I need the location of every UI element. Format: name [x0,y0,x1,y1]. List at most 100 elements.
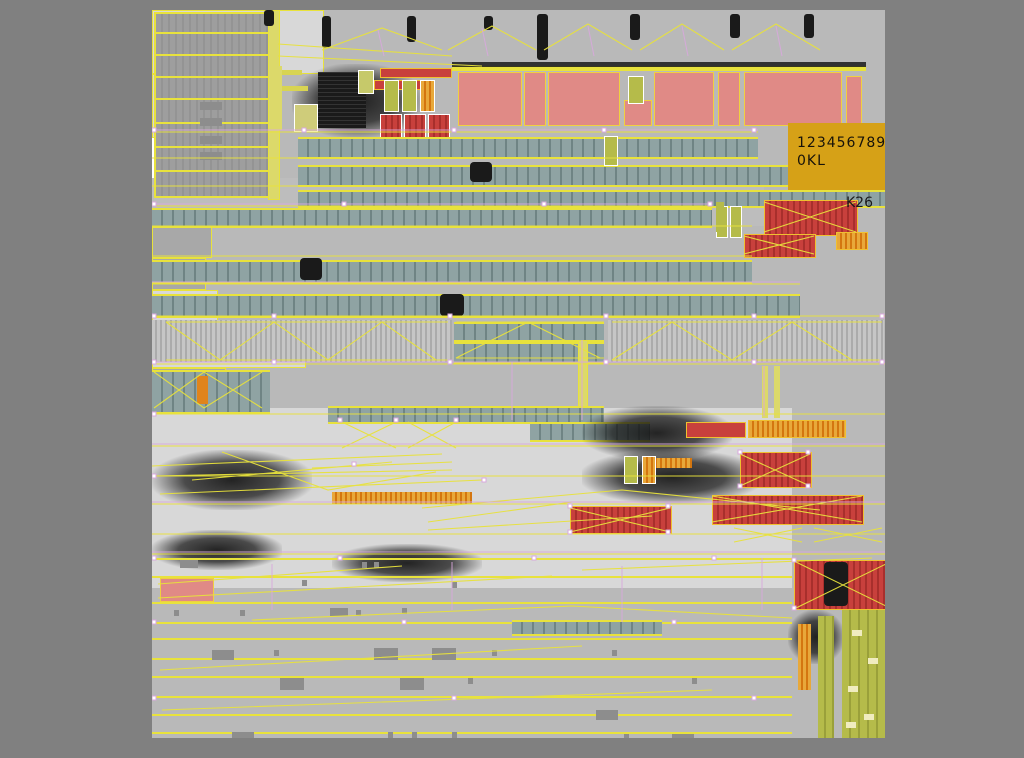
roof-fill [748,420,846,438]
opening-block [824,562,848,606]
roof-fill [686,422,746,438]
detail-block [232,732,254,738]
detail-block [432,648,456,660]
mullion-card [604,136,618,166]
brace [280,70,302,75]
grid-label-k26[interactable]: K26 [846,195,873,211]
grid-line [152,732,792,734]
column [762,366,768,418]
detail-block [374,648,398,660]
view-tag-box[interactable]: 123456789 0KL [788,123,885,190]
grid-line [152,658,792,660]
brace [294,104,318,132]
tag-chip [868,658,878,664]
curtain-wall-strip [512,620,662,636]
hanger [730,14,740,38]
detail-block [174,610,179,616]
grid-line [152,602,792,604]
detail-block [302,580,307,586]
detail-block [492,650,497,656]
grid-line [152,558,792,560]
hanger [407,16,416,42]
detail-block [280,678,304,690]
detail-block [200,102,222,110]
detail-block [400,678,424,690]
tag-chip [852,630,862,636]
drawing-canvas[interactable]: 123456789 0KL K26 [152,10,885,738]
detail-block [624,734,629,738]
panel-card [420,80,435,112]
detail-block [596,710,618,720]
hanger [537,14,548,60]
roof-fill [740,452,812,488]
wall-fill [846,76,862,126]
panel-card [730,206,742,238]
column [774,366,780,418]
hanger [630,14,640,40]
hanger [804,14,814,38]
detail-block [200,136,222,144]
hanger [322,16,331,48]
wall-fill [160,578,214,602]
braced-bay [152,226,212,258]
detail-block [356,610,361,616]
detail-block [180,560,198,568]
curtain-wall-strip [152,208,712,228]
panel-card [624,456,638,484]
roof-fill [744,234,816,258]
detail-block [330,608,348,616]
member-bar [380,68,452,78]
dark-zone [788,610,844,664]
curtain-wall-strip [298,137,758,159]
dark-zone [152,450,312,510]
detail-block [692,678,697,684]
truss-web-panel [152,320,452,362]
dark-zone [152,530,282,570]
detail-block [672,734,694,738]
member-bar [358,70,374,94]
grid-line [154,98,272,100]
truss-glazing [454,322,604,342]
hanger [484,16,493,30]
door-leaf [197,376,208,404]
member-bar [652,458,692,468]
wall-fill [458,72,522,126]
view-tag-line-1: 123456789 [797,135,885,151]
grid-line [154,32,272,34]
wall-fill [718,72,740,126]
tag-chip [864,714,874,720]
wall-top-beam [452,66,866,71]
column-field [798,624,811,690]
opening-block [470,162,492,182]
grid-line [152,638,792,640]
opening-block [300,258,322,280]
brace [280,86,308,91]
detail-block [612,650,617,656]
detail-block [200,118,222,126]
roof-fill [570,506,672,534]
detail-block [412,732,417,738]
grid-line [154,146,272,148]
curtain-wall-strip [152,294,800,318]
wall-fill [524,72,546,126]
grid-line [152,622,792,624]
panel-card [628,76,644,104]
detail-block [240,610,245,616]
grid-line [154,54,272,56]
panel-card [384,80,399,112]
detail-block [452,732,457,738]
detail-block [362,562,367,568]
column-cap [264,10,274,26]
panel-card [716,202,724,232]
detail-block [402,608,407,614]
wall-fill [548,72,620,126]
detail-block [468,678,473,684]
opening-block [440,294,464,316]
view-tag-line-2: 0KL [797,153,826,169]
grid-line [154,170,272,172]
tag-chip [846,722,856,728]
detail-block [374,562,379,568]
tag-chip [848,686,858,692]
grid-line [152,576,792,578]
